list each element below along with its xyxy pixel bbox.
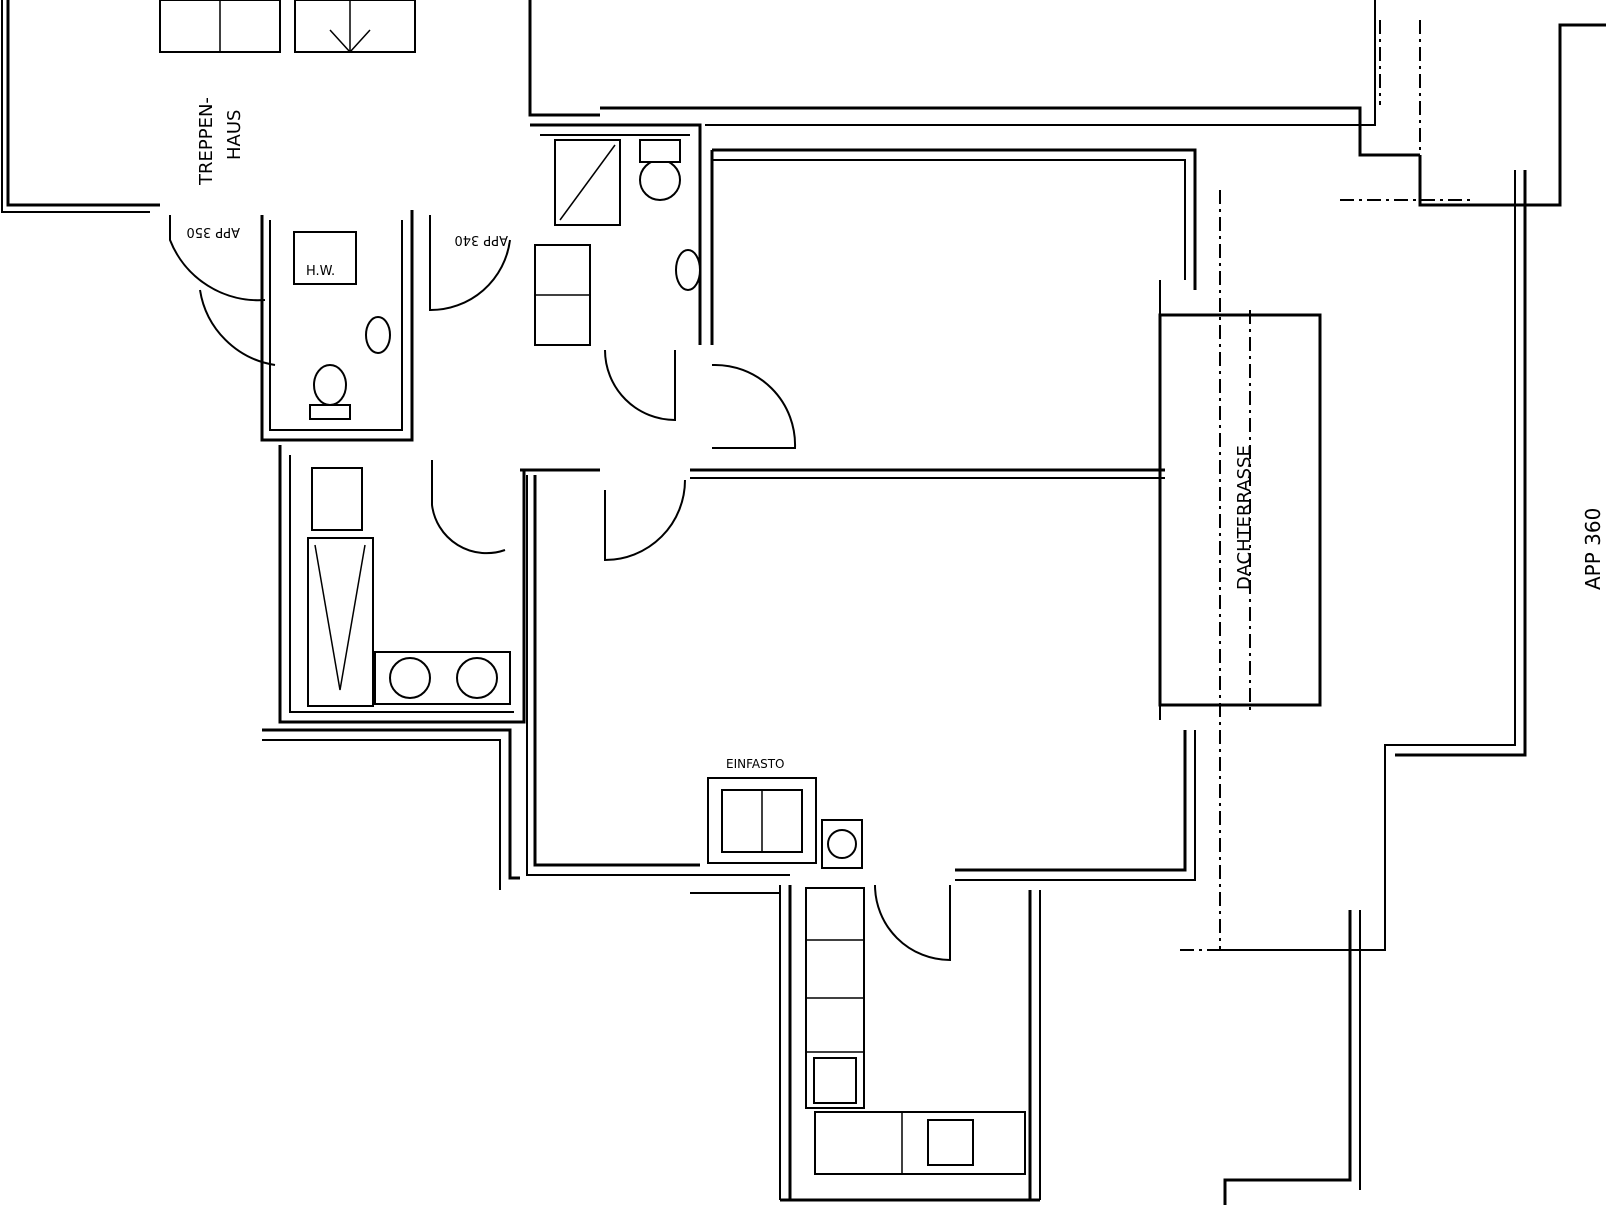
storage-room — [278, 445, 526, 724]
kitchen — [779, 884, 1041, 1200]
bedroom — [690, 148, 1197, 479]
stairwell: TREPPEN- HAUS — [1, 0, 600, 213]
apartment-label: APP 360 — [1581, 508, 1605, 590]
living-room: EINFASTO — [520, 468, 1196, 881]
hw-label: H.W. — [306, 264, 335, 279]
door-label-right: APP 340 — [454, 232, 508, 247]
stairwell-label-2: HAUS — [224, 110, 245, 160]
door-label-left: APP 350 — [186, 224, 240, 239]
roof-terrace-label: DACHTERRASSE — [1234, 445, 1255, 590]
neighbour-apartment: APP 360 — [600, 0, 1606, 1205]
fixture-label: EINFASTO — [726, 757, 785, 771]
stairwell-label-1: TREPPEN- — [196, 97, 217, 186]
bathroom — [530, 123, 702, 422]
entry-doors: APP 350 APP 340 — [169, 215, 511, 312]
outer-walls — [262, 280, 1161, 1202]
wc-room: H.W. — [199, 210, 414, 442]
hallway-doors — [604, 363, 797, 562]
